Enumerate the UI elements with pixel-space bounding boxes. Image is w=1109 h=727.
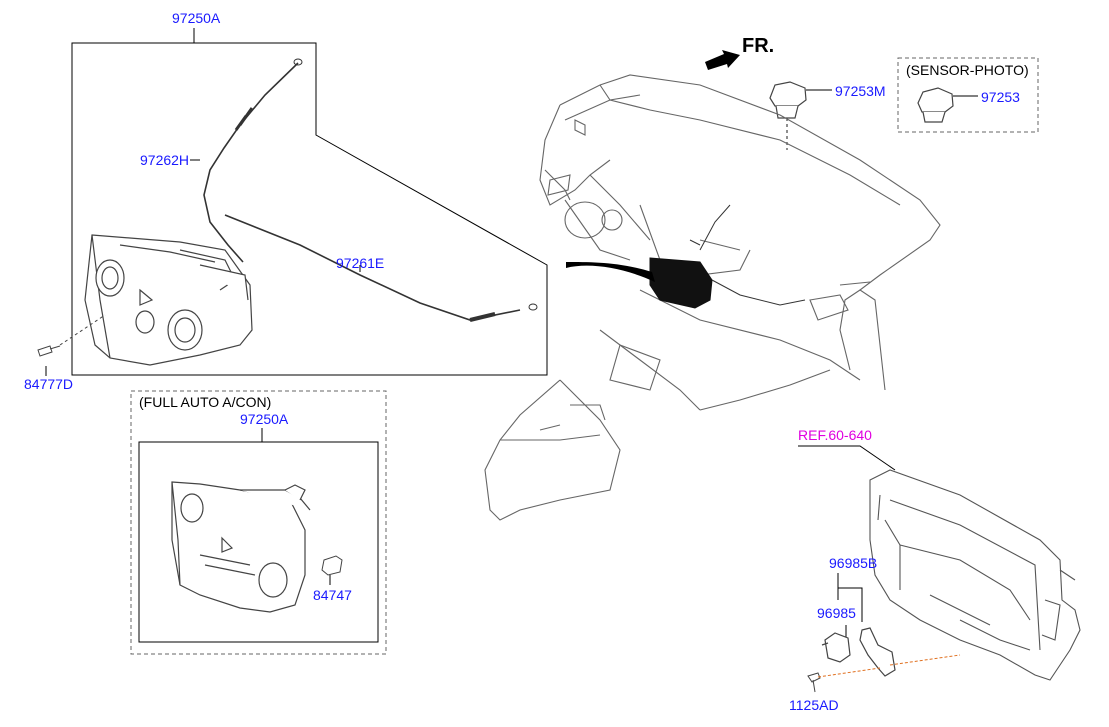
dashboard-control-unit: [649, 257, 713, 309]
label-97261e: 97261E: [336, 255, 385, 271]
carrier-frame: [869, 469, 1081, 681]
sensor-photo-title: (SENSOR-PHOTO): [906, 62, 1029, 78]
dashboard-cables: [689, 204, 806, 306]
label-96985b: 96985B: [829, 555, 878, 571]
main-assembly-box: [71, 28, 548, 376]
label-97253m: 97253M: [835, 83, 886, 99]
label-97250a-auto: 97250A: [240, 411, 289, 427]
ref-leader: [798, 445, 896, 471]
label-84747: 84747: [313, 587, 352, 603]
sensor-96985: [821, 632, 851, 663]
dashboard-pointer: [566, 262, 655, 282]
auto-control-unit: [171, 481, 311, 613]
label-ref: REF.60-640: [798, 427, 872, 443]
full-auto-box: [130, 390, 387, 655]
dashboard-drawing: [484, 74, 941, 521]
sensor-97253: [917, 87, 978, 123]
cable-97261e: [224, 214, 538, 322]
screw-84777d: [37, 314, 106, 376]
label-front: FR.: [742, 35, 775, 57]
heater-control-unit: [84, 234, 253, 366]
cable-97262h: [190, 58, 303, 263]
front-arrow: [705, 50, 740, 70]
clip-84747: [321, 555, 343, 585]
bracket: [859, 627, 896, 677]
label-96985: 96985: [817, 605, 856, 621]
bolt-1125ad: [807, 654, 961, 693]
label-97250a: 97250A: [172, 10, 221, 26]
label-97262h: 97262H: [140, 152, 190, 168]
sensor-photo-box: [897, 57, 1039, 133]
label-84777d: 84777D: [24, 376, 74, 392]
label-1125ad: 1125AD: [789, 697, 839, 713]
sensor-97253m: [769, 81, 832, 150]
label-97253: 97253: [981, 89, 1020, 105]
full-auto-title: (FULL AUTO A/CON): [139, 394, 272, 410]
